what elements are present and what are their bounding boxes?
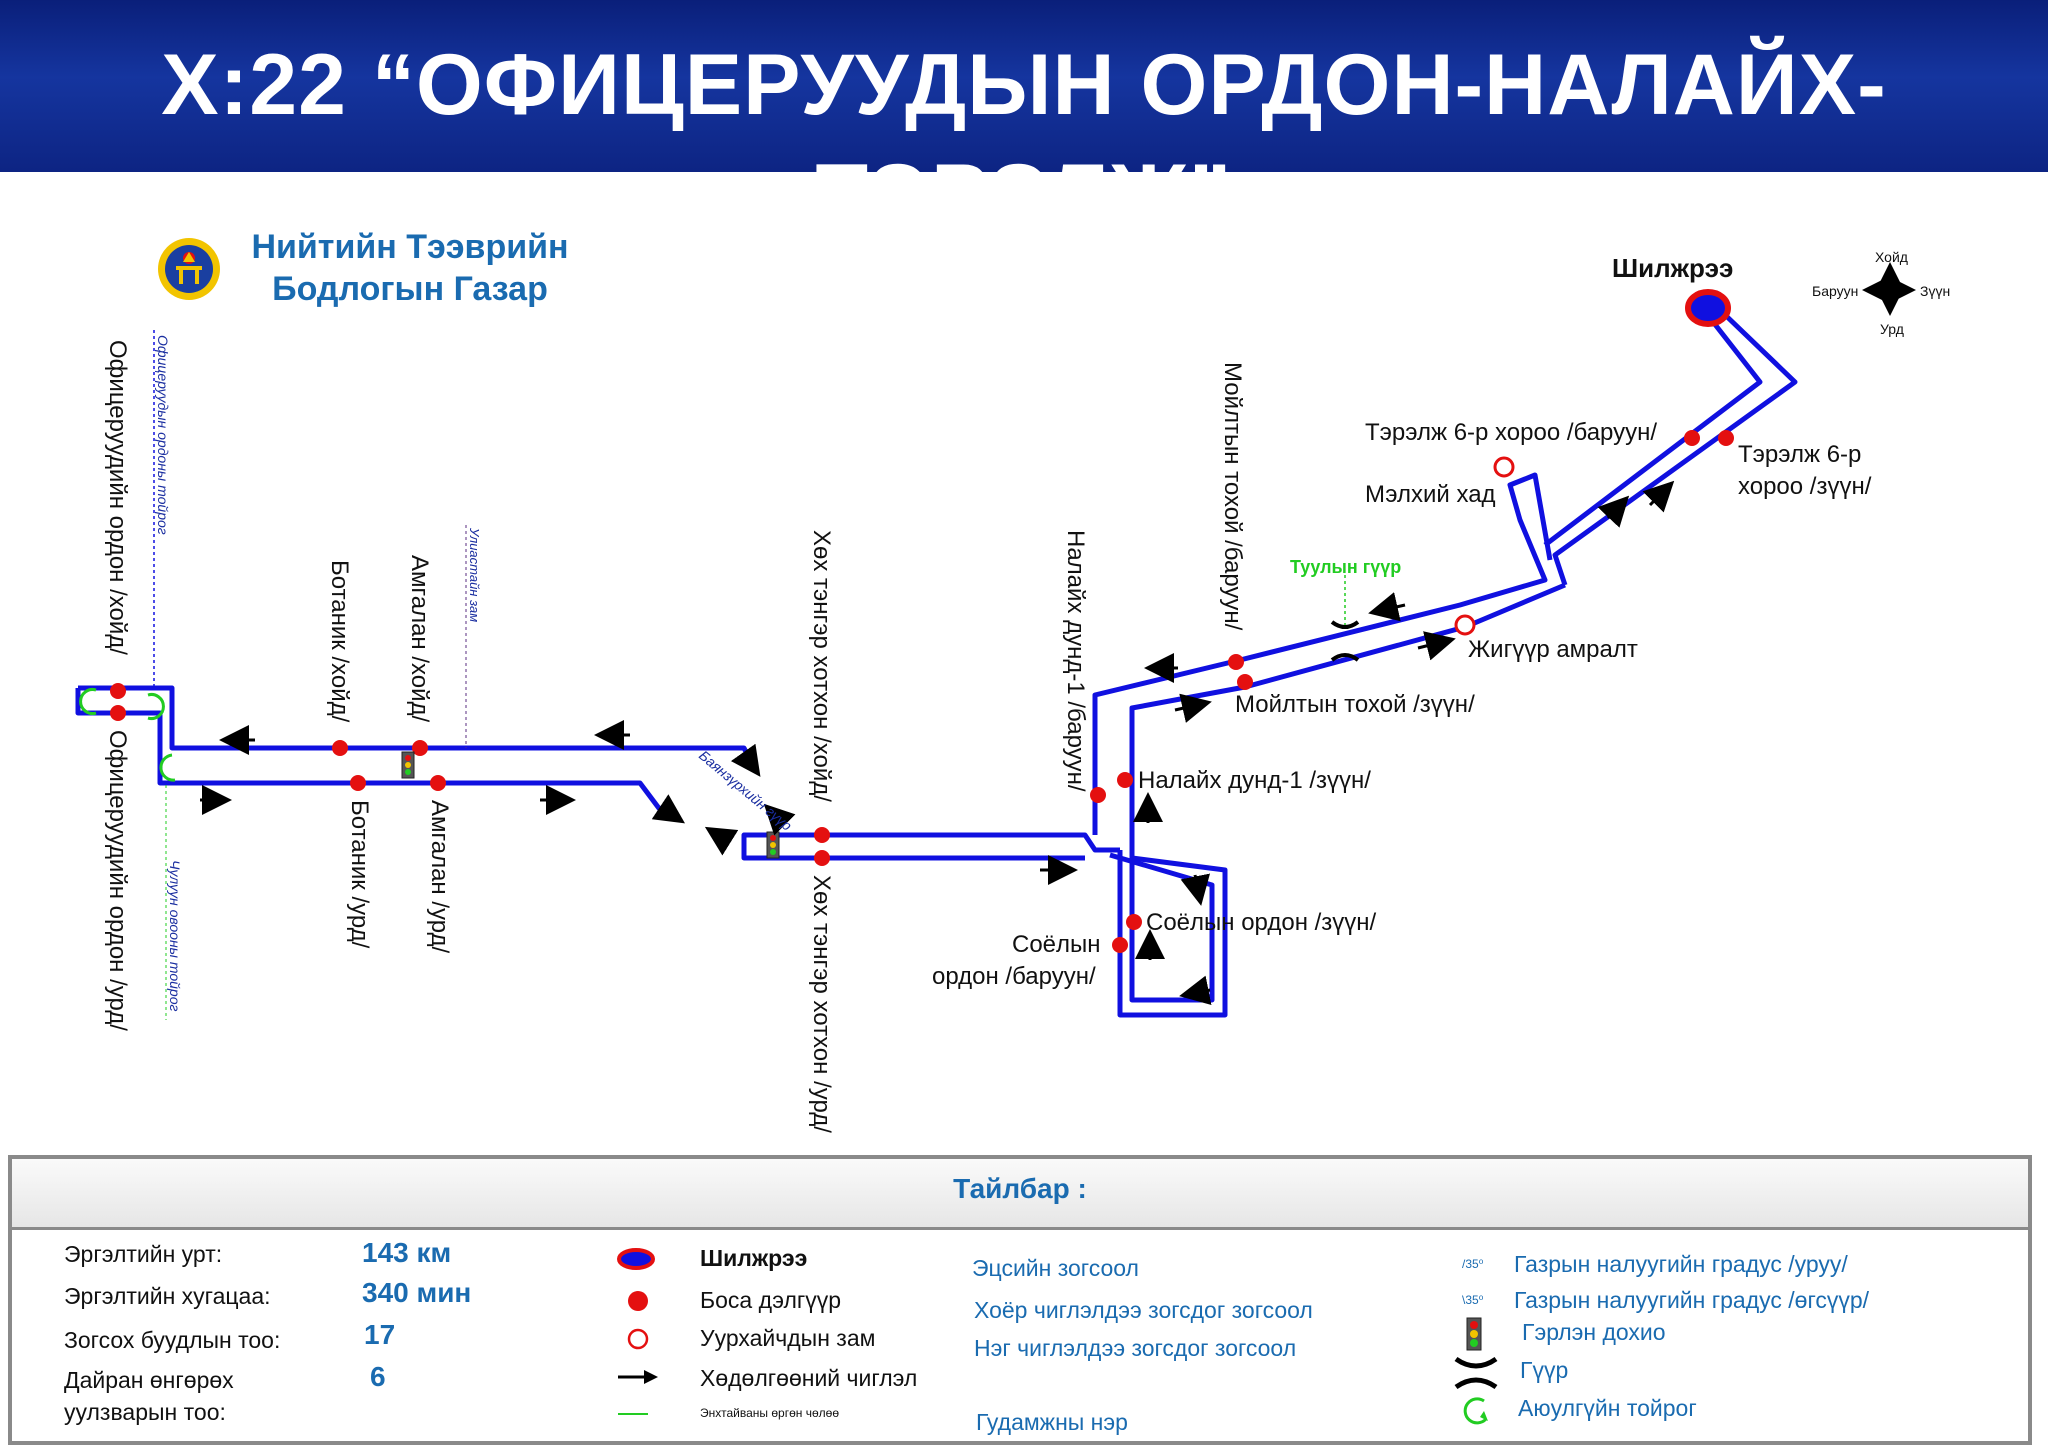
stop-ofitser-south[interactable] bbox=[110, 705, 126, 721]
legend-sym-crossing: Уурхайчдын зам bbox=[700, 1325, 876, 1351]
legend-desc-two-way: Хоёр чиглэлдээ зогсдог зогсоол bbox=[974, 1297, 1313, 1323]
legend-sym-direction: Хөдөлгөөний чиглэл bbox=[700, 1365, 918, 1391]
legend-header: Тайлбар : bbox=[12, 1159, 2028, 1230]
traffic-light-icon bbox=[1466, 1317, 1482, 1351]
traffic-light-icon bbox=[401, 751, 415, 779]
label-terelj-west: Тэрэлж 6-р хороо /баруун/ bbox=[1365, 419, 1657, 446]
stop-hoh-south[interactable] bbox=[814, 850, 830, 866]
slope-down-icon: /35⁰ bbox=[1462, 1257, 1484, 1271]
label-moilt-east: Мойлтын тохой /зүүн/ bbox=[1235, 691, 1475, 718]
label-terelj-east-2: хороо /зүүн/ bbox=[1738, 473, 1872, 500]
agency-name-line2: Бодлогын Газар bbox=[272, 270, 548, 308]
legend-sym-terminal: Шилжрээ bbox=[700, 1245, 808, 1271]
legend: Тайлбар : Эргэлтийн урт: 143 км Эргэлтий… bbox=[8, 1155, 2032, 1445]
legend-traffic-light: Гэрлэн дохио bbox=[1522, 1319, 1666, 1345]
title-bar: Х:22 “ОФИЦЕРУУДЫН ОРДОН-НАЛАЙХ-ТЭРЭЛЖ” bbox=[0, 0, 2048, 243]
compass: Хойд Урд Баруун Зүүн bbox=[1812, 249, 1950, 337]
route-map: Шилжрээ Хойд Урд Баруун Зүүн bbox=[75, 249, 1950, 1133]
legend-sym-green-line: Энхтайваны өргөн чөлөө bbox=[700, 1406, 839, 1420]
label-ofitser-north: Офицеруудийн ордон /хойд/ bbox=[104, 340, 131, 655]
stop-nalaih-west[interactable] bbox=[1090, 787, 1106, 803]
label-hoh-north: Хөх тэнгэр хотхон /хойд/ bbox=[808, 530, 835, 802]
label-jigguur: Жигүүр амралт bbox=[1468, 636, 1638, 663]
legend-sym-bus-stop: Боса дэлгүүр bbox=[700, 1287, 842, 1313]
label-nalaih-west: Налайх дунд-1 /баруун/ bbox=[1062, 530, 1089, 792]
stop-moilt-east[interactable] bbox=[1237, 674, 1253, 690]
stop-moilt-west[interactable] bbox=[1228, 654, 1244, 670]
slope-up-icon: \35⁰ bbox=[1462, 1293, 1484, 1307]
legend-duration-value: 340 мин bbox=[362, 1277, 472, 1308]
bus-stop-icon bbox=[628, 1291, 648, 1311]
stop-soyol-west[interactable] bbox=[1112, 937, 1128, 953]
terminal-marker bbox=[1685, 289, 1731, 327]
roundabout-icon bbox=[1463, 1397, 1488, 1425]
stop-botanik-north[interactable] bbox=[332, 740, 348, 756]
label-amgalan-north: Амгалан /хойд/ bbox=[406, 555, 433, 723]
compass-west: Баруун bbox=[1812, 283, 1858, 299]
agency-name-line1: Нийтийн Тээврийн bbox=[251, 228, 569, 266]
stop-ofitser-north[interactable] bbox=[110, 683, 126, 699]
green-line-icon bbox=[618, 1413, 648, 1415]
stop-terelj-west[interactable] bbox=[1684, 430, 1700, 446]
stop-amgalan-south[interactable] bbox=[430, 775, 446, 791]
legend-stops-label: Зогсох буудлын тоо: bbox=[64, 1327, 281, 1353]
stop-jigguur-hollow[interactable] bbox=[1454, 614, 1476, 636]
stop-melhii-hollow[interactable] bbox=[1493, 456, 1515, 478]
legend-cross-label-2: уулзварын тоо: bbox=[64, 1399, 226, 1425]
legend-length-label: Эргэлтийн урт: bbox=[64, 1241, 223, 1267]
street-chuluun: Чулуун овооны тойрог bbox=[167, 860, 183, 1012]
legend-cross-label-1: Дайран өнгөрөх bbox=[64, 1367, 234, 1393]
traffic-light-icon bbox=[766, 831, 780, 859]
legend-stops-value: 17 bbox=[364, 1319, 396, 1350]
terminal-label: Шилжрээ bbox=[1612, 253, 1733, 283]
label-nalaih-east: Налайх дунд-1 /зүүн/ bbox=[1138, 767, 1371, 794]
stop-nalaih-east[interactable] bbox=[1117, 772, 1133, 788]
bridge-icon bbox=[1330, 620, 1360, 662]
street-ulmaas: Улиастайн зам bbox=[467, 527, 482, 622]
legend-desc-street: Гудамжны нэр bbox=[976, 1409, 1128, 1435]
agency-logo-icon bbox=[158, 238, 220, 300]
legend-desc-terminal: Эцсийн зогсоол bbox=[972, 1255, 1139, 1281]
label-melhii: Мэлхий хад bbox=[1365, 481, 1496, 508]
legend-length-value: 143 км bbox=[362, 1237, 452, 1268]
agency-block: Нийтийн Тээврийн Бодлогын Газар bbox=[150, 222, 590, 322]
label-botanik-north: Ботаник /хойд/ bbox=[326, 560, 353, 723]
hollow-stop-icon bbox=[627, 1328, 649, 1350]
terminal-icon bbox=[617, 1248, 655, 1270]
direction-arrows bbox=[200, 480, 1675, 1006]
compass-south: Урд bbox=[1880, 321, 1904, 337]
stop-soyol-east[interactable] bbox=[1126, 914, 1142, 930]
page-title: Х:22 “ОФИЦЕРУУДЫН ОРДОН-НАЛАЙХ-ТЭРЭЛЖ” bbox=[161, 37, 1887, 243]
legend-desc-one-way: Нэг чиглэлдээ зогсдог зогсоол bbox=[974, 1335, 1297, 1361]
label-hoh-south: Хөх тэнгэр хотхон /урд/ bbox=[808, 875, 835, 1133]
street-ofitser-circle: Офицеруудын ордоны тойрог bbox=[155, 335, 171, 535]
label-moilt-west: Мойлтын тохой /баруун/ bbox=[1219, 362, 1246, 631]
label-amgalan-south: Амгалан /урд/ bbox=[426, 800, 453, 954]
bus-stops bbox=[110, 430, 1734, 953]
compass-east: Зүүн bbox=[1920, 283, 1950, 299]
label-ofitser-south: Офицеруудийн ордон /урд/ bbox=[104, 730, 131, 1031]
street-tuul-bridge: Туулын гүүр bbox=[1290, 557, 1401, 577]
label-terelj-east-1: Тэрэлж 6-р bbox=[1738, 441, 1861, 468]
legend-slope-down: Газрын налуугийн градус /уруу/ bbox=[1514, 1251, 1848, 1277]
stop-hoh-north[interactable] bbox=[814, 827, 830, 843]
legend-title: Тайлбар : bbox=[953, 1173, 1087, 1204]
street-bayanzurkh: Баянзүрхийн гүүр bbox=[696, 747, 795, 834]
label-soyol-west-1: Соёлын bbox=[1012, 931, 1101, 958]
bridge-icon bbox=[1454, 1356, 1498, 1390]
legend-bridge: Гүүр bbox=[1520, 1357, 1569, 1383]
legend-roundabout: Аюулгүйн тойрог bbox=[1518, 1395, 1697, 1421]
compass-north: Хойд bbox=[1875, 249, 1908, 265]
legend-duration-label: Эргэлтийн хугацаа: bbox=[64, 1283, 271, 1309]
direction-arrow-icon bbox=[618, 1370, 658, 1384]
label-soyol-east: Соёлын ордон /зүүн/ bbox=[1146, 909, 1377, 936]
label-soyol-west-2: ордон /баруун/ bbox=[932, 963, 1096, 990]
stop-terelj-east[interactable] bbox=[1718, 430, 1734, 446]
stop-amgalan-north[interactable] bbox=[412, 740, 428, 756]
legend-cross-value: 6 bbox=[370, 1361, 386, 1392]
legend-slope-up: Газрын налуугийн градус /өгсүүр/ bbox=[1514, 1287, 1870, 1313]
label-botanik-south: Ботаник /урд/ bbox=[346, 800, 373, 949]
stop-botanik-south[interactable] bbox=[350, 775, 366, 791]
roundabout-icon bbox=[79, 688, 176, 782]
